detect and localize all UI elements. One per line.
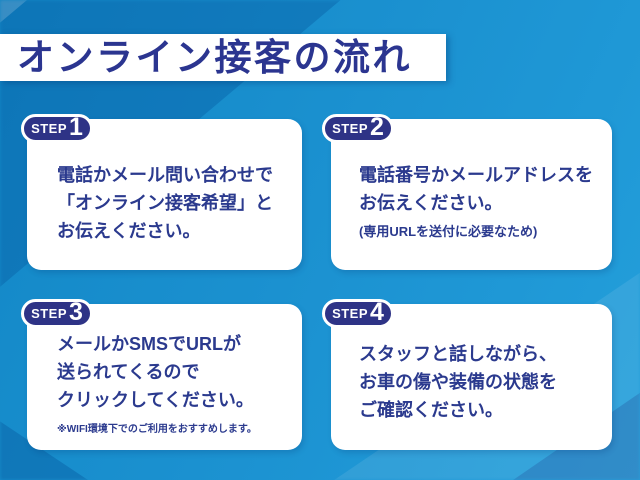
step-3-badge-number: 3 — [69, 298, 83, 326]
page-title: オンライン接客の流れ — [17, 37, 412, 78]
step-1-text: 電話かメール問い合わせで 「オンライン接客希望」と お伝えください。 — [57, 161, 298, 245]
step-1-badge-label: STEP — [31, 121, 68, 136]
step-2-line-1: 電話番号かメールアドレスを — [359, 165, 593, 185]
step-4-badge: STEP 4 — [322, 299, 394, 328]
title-banner: オンライン接客の流れ — [0, 34, 446, 81]
step-1-line-2: 「オンライン接客希望」と — [57, 193, 273, 213]
step-3-note: ※WIFI環境下でのご利用をおすすめします。 — [57, 424, 257, 435]
step-1-badge: STEP 1 — [21, 114, 93, 143]
step-3-line-3: クリックしてください。 — [57, 390, 254, 410]
step-2-badge-number: 2 — [370, 113, 384, 141]
step-4-line-1: スタッフと話しながら、 — [359, 344, 557, 364]
step-4-text: スタッフと話しながら、 お車の傷や装備の状態を ご確認ください。 — [359, 340, 608, 424]
step-2-text: 電話番号かメールアドレスを お伝えください。 (専用URLを送付に必要なため) — [359, 161, 608, 244]
step-4-line-3: ご確認ください。 — [359, 400, 503, 420]
step-1-line-1: 電話かメール問い合わせで — [57, 165, 273, 185]
step-1-line-3: お伝えください。 — [57, 221, 201, 241]
step-3-line-1: メールかSMSでURLが — [57, 334, 241, 354]
step-2-badge-label: STEP — [332, 121, 369, 136]
step-2-badge: STEP 2 — [322, 114, 394, 143]
step-4-card: STEP 4 スタッフと話しながら、 お車の傷や装備の状態を ご確認ください。 — [322, 299, 612, 450]
step-3-badge: STEP 3 — [21, 299, 93, 328]
step-4-badge-label: STEP — [332, 306, 369, 321]
step-1-badge-number: 1 — [69, 113, 83, 141]
step-2-line-2: お伝えください。 — [359, 193, 503, 213]
step-2-card: STEP 2 電話番号かメールアドレスを お伝えください。 (専用URLを送付に… — [322, 114, 612, 270]
step-3-line-2: 送られてくるので — [57, 362, 200, 382]
step-4-badge-number: 4 — [370, 298, 384, 326]
step-3-text: メールかSMSでURLが 送られてくるので クリックしてください。 ※WIFI環… — [57, 330, 298, 442]
step-3-card: STEP 3 メールかSMSでURLが 送られてくるので クリックしてください。… — [21, 299, 302, 450]
step-2-note: (専用URLを送付に必要なため) — [359, 224, 538, 239]
step-1-card: STEP 1 電話かメール問い合わせで 「オンライン接客希望」と お伝えください… — [21, 114, 302, 270]
step-4-line-2: お車の傷や装備の状態を — [359, 372, 557, 392]
step-3-badge-label: STEP — [31, 306, 68, 321]
